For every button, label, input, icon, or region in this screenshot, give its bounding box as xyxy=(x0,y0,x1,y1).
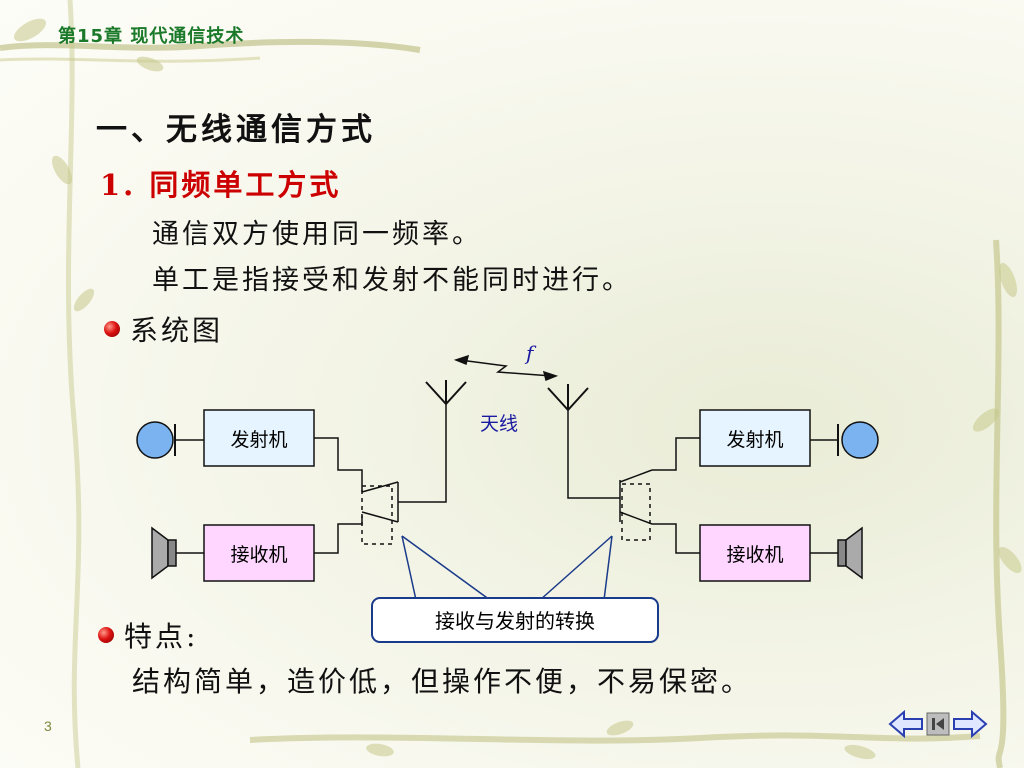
first-slide-button[interactable] xyxy=(926,710,950,738)
page-number: 3 xyxy=(44,718,52,734)
description-line-1: 通信双方使用同一频率。 xyxy=(152,219,482,250)
bullet-icon xyxy=(104,321,120,337)
right-transmitter-box xyxy=(699,409,811,467)
frequency-arrow xyxy=(453,354,559,382)
left-microphone-icon xyxy=(136,421,174,459)
bullet-features: 特点: xyxy=(98,615,198,655)
previous-slide-button[interactable] xyxy=(888,710,924,738)
right-tr-switch xyxy=(567,410,700,554)
right-receiver-label: 接收机 xyxy=(726,544,783,566)
switch-callout-label: 接收与发射的转换 xyxy=(435,609,595,633)
features-label: 特点: xyxy=(124,620,199,653)
slide-navigation xyxy=(888,710,988,738)
next-slide-button[interactable] xyxy=(952,710,988,738)
right-microphone-icon xyxy=(841,421,879,459)
switch-callout-box xyxy=(371,597,659,643)
chapter-title: 第15章 现代通信技术 xyxy=(58,26,245,47)
left-receiver-box xyxy=(203,524,315,582)
left-transmitter-label: 发射机 xyxy=(230,429,287,451)
bullet-label: 系统图 xyxy=(130,314,224,347)
antenna-label: 天线 xyxy=(480,413,518,435)
right-antenna-icon xyxy=(547,384,589,411)
section-heading: 一、无线通信方式 xyxy=(96,112,376,148)
left-speaker-icon xyxy=(151,526,204,580)
left-transmitter-box xyxy=(203,409,315,467)
subsection-heading: 1. 同频单工方式 xyxy=(100,168,342,202)
right-transmitter-label: 发射机 xyxy=(726,429,783,451)
left-receiver-label: 接收机 xyxy=(230,544,287,566)
description-line-2: 单工是指接受和发射不能同时进行。 xyxy=(152,265,632,296)
bullet-system-diagram: 系统图 xyxy=(104,309,223,349)
bullet-icon xyxy=(98,627,114,643)
left-tr-switch xyxy=(314,404,447,554)
features-text: 结构简单，造价低，但操作不便，不易保密。 xyxy=(132,665,753,698)
right-speaker-icon xyxy=(810,526,863,580)
left-antenna-icon xyxy=(425,380,467,405)
frequency-label: f xyxy=(524,341,537,365)
switch-callout-pointer xyxy=(401,535,613,601)
